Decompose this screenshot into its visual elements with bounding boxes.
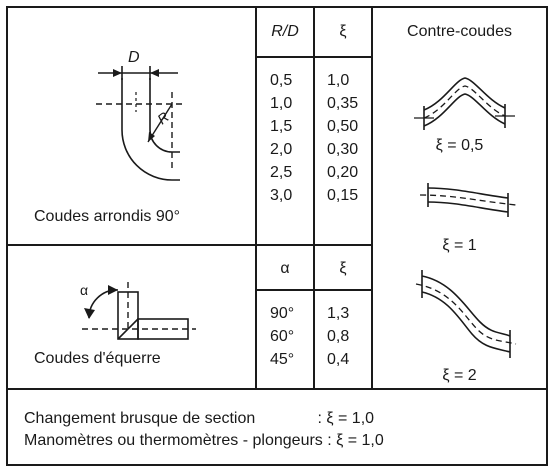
xi-value: 0,8 — [327, 328, 350, 345]
header-xi-square: ξ — [339, 260, 347, 277]
square-bend-diagram — [82, 282, 196, 340]
xi-value: 0,35 — [327, 95, 359, 112]
rd-value: 1,0 — [270, 95, 293, 112]
counter-bends-header: Contre-coudes — [407, 23, 512, 40]
counter-bend-diagram-1 — [414, 77, 515, 130]
counter-bend-caption: ξ = 1 — [442, 237, 477, 254]
symbol-d: D — [128, 49, 140, 66]
xi-value: 0,30 — [327, 141, 359, 158]
rd-value: 0,5 — [270, 72, 293, 89]
counter-bend-caption: ξ = 0,5 — [435, 137, 484, 154]
header-r-over-d: R/D — [271, 23, 299, 40]
rd-value: 3,0 — [270, 187, 293, 204]
xi-value: 0,15 — [327, 187, 359, 204]
rd-values: 0,5 1,0 1,5 2,0 2,5 3,0 — [270, 69, 292, 207]
counter-bend-diagram-2 — [419, 183, 517, 217]
rounded-bends-label: Coudes arrondis 90° — [34, 208, 181, 225]
alpha-value: 60° — [270, 328, 295, 345]
xi-value: 0,20 — [327, 164, 359, 181]
header-alpha: α — [280, 260, 290, 277]
xi-value: 0,50 — [327, 118, 359, 135]
footer-line-immersed-gauges: Manomètres ou thermomètres - plongeurs :… — [24, 432, 384, 449]
xi-value: 1,3 — [327, 305, 350, 322]
xi-values-square: 1,3 0,8 0,4 — [327, 302, 349, 371]
rd-value: 1,5 — [270, 118, 293, 135]
footer-line-sudden-section-change: Changement brusque de section : ξ = 1,0 — [24, 410, 375, 427]
counter-bend-caption: ξ = 2 — [442, 367, 477, 384]
rd-value: 2,0 — [270, 141, 293, 158]
square-bends-label: Coudes d'équerre — [34, 350, 161, 367]
header-xi-rounded: ξ — [339, 23, 347, 40]
xi-value: 0,4 — [327, 351, 350, 368]
alpha-values: 90° 60° 45° — [270, 302, 294, 371]
rd-value: 2,5 — [270, 164, 293, 181]
xi-value: 1,0 — [327, 72, 350, 89]
table-border — [6, 6, 548, 466]
symbol-alpha: α — [80, 282, 89, 298]
alpha-value: 45° — [270, 351, 295, 368]
alpha-value: 90° — [270, 305, 295, 322]
xi-values-rounded: 1,0 0,35 0,50 0,30 0,20 0,15 — [327, 69, 358, 207]
counter-bend-diagram-3 — [415, 270, 517, 358]
